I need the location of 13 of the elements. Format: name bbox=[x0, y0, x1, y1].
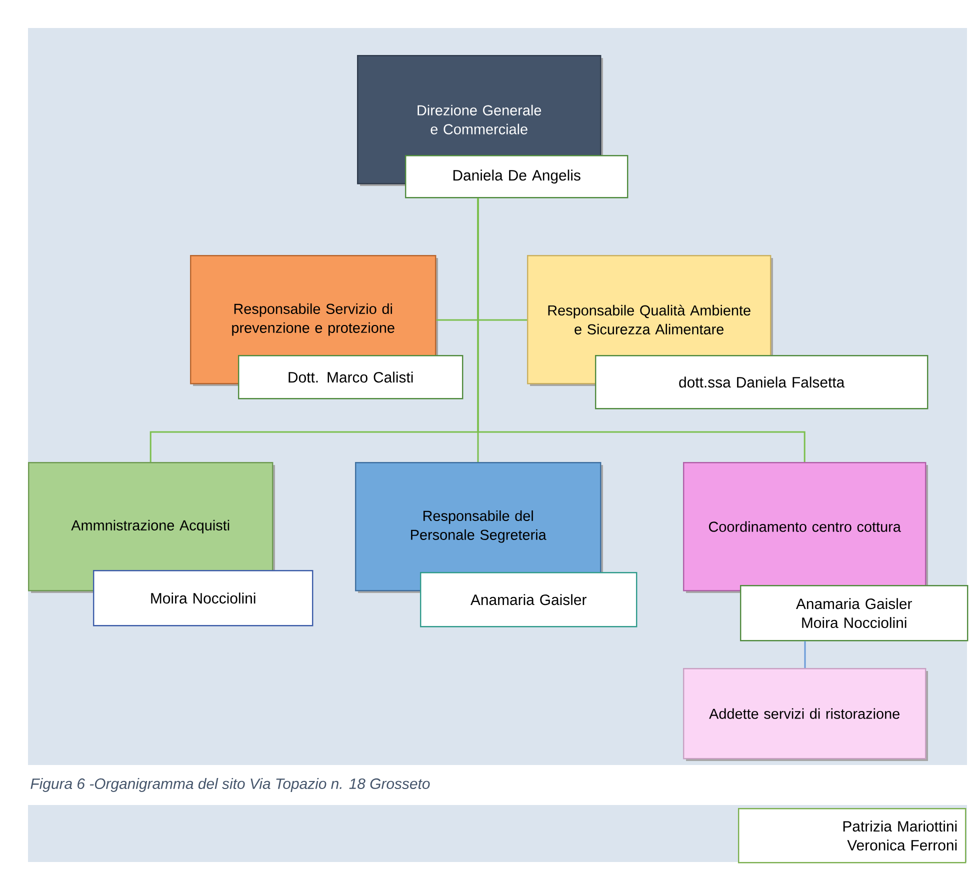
name-box: Moira Nocciolini bbox=[93, 570, 314, 626]
name-box: Daniela De Angelis bbox=[405, 155, 628, 198]
name-box: Anamaria Gaisler bbox=[420, 572, 638, 628]
name-box: dott.ssa Daniela Falsetta bbox=[595, 355, 928, 410]
figure-caption: Figura 6 -Organigramma del sito Via Topazio n. 18 Grosseto bbox=[30, 778, 430, 792]
name-box: Anamaria Gaisler Moira Nocciolini bbox=[740, 585, 968, 642]
role-box: Responsabile del Personale Segreteria bbox=[355, 462, 603, 593]
connector-line bbox=[804, 641, 806, 668]
connector-line bbox=[477, 198, 806, 462]
role-box: Coordinamento centro cottura bbox=[683, 462, 928, 593]
name-box: Patrizia Mariottini Veronica Ferroni bbox=[738, 808, 966, 864]
role-box: Addette servizi di ristorazione bbox=[683, 668, 928, 761]
name-box: Dott. Marco Calisti bbox=[238, 355, 464, 400]
